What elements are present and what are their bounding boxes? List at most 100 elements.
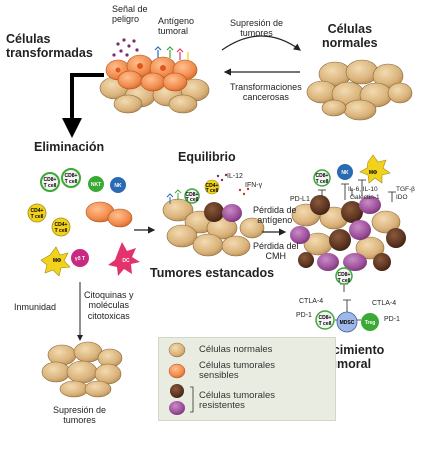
il6-il10-label: IL-6, IL-10	[348, 186, 378, 193]
antigen-loss-line2: antígeno	[257, 215, 293, 226]
antigen-loss-label: Pérdida de antígeno	[253, 205, 297, 226]
danger-signal-dots	[112, 38, 139, 57]
elimination-title: Eliminación	[34, 140, 105, 154]
svg-text:T cell: T cell	[55, 228, 68, 234]
transformations-line2: cancerosas	[242, 92, 289, 103]
legend: Células normales Células tumorales sensi…	[158, 337, 336, 421]
legend-bracket	[190, 386, 194, 413]
transformed-cells-title: Células transformadas	[6, 32, 93, 61]
svg-text:CD8+: CD8+	[65, 173, 78, 179]
legend-resistant-purple-swatch	[169, 401, 185, 415]
svg-text:MDSC: MDSC	[340, 320, 355, 326]
tumor-antigen-line2: tumoral	[158, 26, 189, 37]
transformed-title-line1: Células	[6, 32, 51, 46]
pd1-right-label: PD-1	[384, 316, 400, 323]
transformed-title-line2: transformadas	[6, 46, 93, 61]
galectin-label: Galectin-1	[350, 194, 380, 201]
svg-text:CD4+: CD4+	[55, 222, 68, 228]
suppression-top-label: Supresión de tumores	[230, 18, 283, 39]
transformed-cell-cluster	[99, 54, 210, 114]
tgf-beta-label: TGF-β	[396, 186, 415, 193]
legend-normal-label: Células normales	[199, 344, 273, 355]
legend-resistant-line2: resistentes	[199, 400, 245, 412]
bottom-suppression-cluster	[41, 341, 123, 398]
suppression-top-line2: tumores	[240, 28, 273, 39]
legend-sensitive-line2: sensibles	[199, 370, 239, 382]
il12-label: IL-12	[227, 173, 243, 180]
legend-sensitive-swatch	[168, 363, 186, 379]
danger-signal-line1: Señal de	[112, 4, 148, 14]
suppression-bottom-label: Supresión de tumores	[53, 405, 106, 426]
normal-cell-cluster	[306, 59, 413, 121]
legend-normal-swatch	[168, 342, 186, 358]
suppression-bottom-line1: Supresión de	[53, 405, 107, 415]
transformations-line1: Transformaciones	[230, 82, 302, 92]
svg-text:CD8+: CD8+	[319, 315, 332, 321]
legend-resistant-line1: Células tumorales	[199, 390, 276, 401]
svg-text:NK: NK	[114, 183, 122, 189]
svg-text:MΦ: MΦ	[369, 170, 377, 176]
ctla4-left-label: CTLA-4	[299, 298, 324, 305]
ido-label: IDO	[396, 194, 408, 201]
svg-text:T cell: T cell	[44, 183, 57, 189]
mhc-loss-label: Pérdida del CMH	[253, 241, 299, 262]
equilibrium-title: Equilibrio	[178, 150, 236, 164]
immunity-label: Inmunidad	[14, 302, 57, 312]
stalled-tumors-title: Tumores estancados	[150, 266, 275, 280]
svg-text:CD8+: CD8+	[186, 192, 199, 198]
suppression-bottom-line2: tumores	[63, 415, 96, 426]
svg-text:T cell: T cell	[65, 179, 78, 185]
tumor-growth-line2: tumoral	[325, 357, 372, 372]
svg-text:CD4+: CD4+	[31, 208, 44, 214]
svg-text:T cell: T cell	[31, 214, 44, 220]
svg-text:CD8+: CD8+	[338, 272, 351, 278]
cytokines-line3: citotoxicas	[87, 310, 130, 321]
cytokines-line2: moléculas	[88, 300, 130, 311]
cytokines-label: Citoquinas y moléculas citotoxicas	[84, 290, 134, 321]
suppression-top-line1: Supresión de	[230, 18, 284, 28]
cytokines-line1: Citoquinas y	[84, 290, 134, 300]
antigen-loss-line1: Pérdida de	[253, 205, 297, 215]
normal-title-line2: normales	[322, 36, 378, 51]
elimination-immune-cells: CD8+T cell CD8+T cell NKT NK CD4+T cell …	[27, 168, 140, 277]
pd1-left-label: PD-1	[296, 312, 312, 319]
svg-text:DC: DC	[122, 258, 130, 264]
svg-text:NK: NK	[341, 170, 349, 176]
svg-text:γδ T: γδ T	[75, 256, 85, 262]
svg-text:NKT: NKT	[91, 182, 101, 188]
tumor-antigen-markers	[154, 46, 189, 60]
svg-text:T cell: T cell	[319, 321, 332, 327]
mhc-loss-line1: Pérdida del	[253, 241, 299, 251]
transformations-label: Transformaciones cancerosas	[230, 82, 302, 103]
legend-resistant-label: Células tumorales resistentes	[199, 390, 276, 412]
danger-signal-label: Señal de peligro	[112, 4, 148, 25]
svg-text:T cell: T cell	[338, 278, 351, 284]
legend-swatches	[168, 342, 194, 415]
legend-sensitive-line1: Células tumorales	[199, 360, 276, 371]
elimination-entry-arrow	[62, 73, 104, 138]
pd-l1-label: PD-L1	[290, 196, 310, 203]
tumor-antigen-line1: Antígeno	[158, 16, 195, 26]
tumor-antigen-label: Antígeno tumoral	[158, 16, 194, 37]
suppressor-cells: CD8+T cell CD8+T cell MDSC Treg	[315, 267, 379, 333]
legend-sensitive-label: Células tumorales sensibles	[199, 360, 276, 382]
ctla4-right-label: CTLA-4	[372, 300, 397, 307]
legend-resistant-dark-swatch	[170, 384, 184, 398]
escape-cluster: CD8+T cell NK MΦ	[290, 154, 406, 271]
normal-cells-title: Células normales	[322, 22, 378, 51]
ifn-label: IFN-γ	[245, 182, 263, 189]
svg-text:Treg: Treg	[365, 320, 376, 326]
svg-text:T cell: T cell	[186, 197, 199, 203]
svg-text:MΦ: MΦ	[53, 258, 61, 264]
svg-text:CD8+: CD8+	[316, 173, 329, 179]
svg-text:CD8+: CD8+	[44, 177, 57, 183]
svg-text:CD4+: CD4+	[206, 183, 219, 189]
suppression-arrow	[221, 35, 301, 51]
svg-text:T cell: T cell	[206, 188, 219, 194]
svg-text:T cell: T cell	[316, 179, 329, 185]
equilibrium-cluster: CD8+T cell CD4+T cell	[162, 173, 265, 257]
danger-signal-line2: peligro	[112, 14, 140, 25]
mhc-loss-line2: CMH	[265, 251, 287, 262]
normal-title-line1: Células	[327, 22, 373, 36]
